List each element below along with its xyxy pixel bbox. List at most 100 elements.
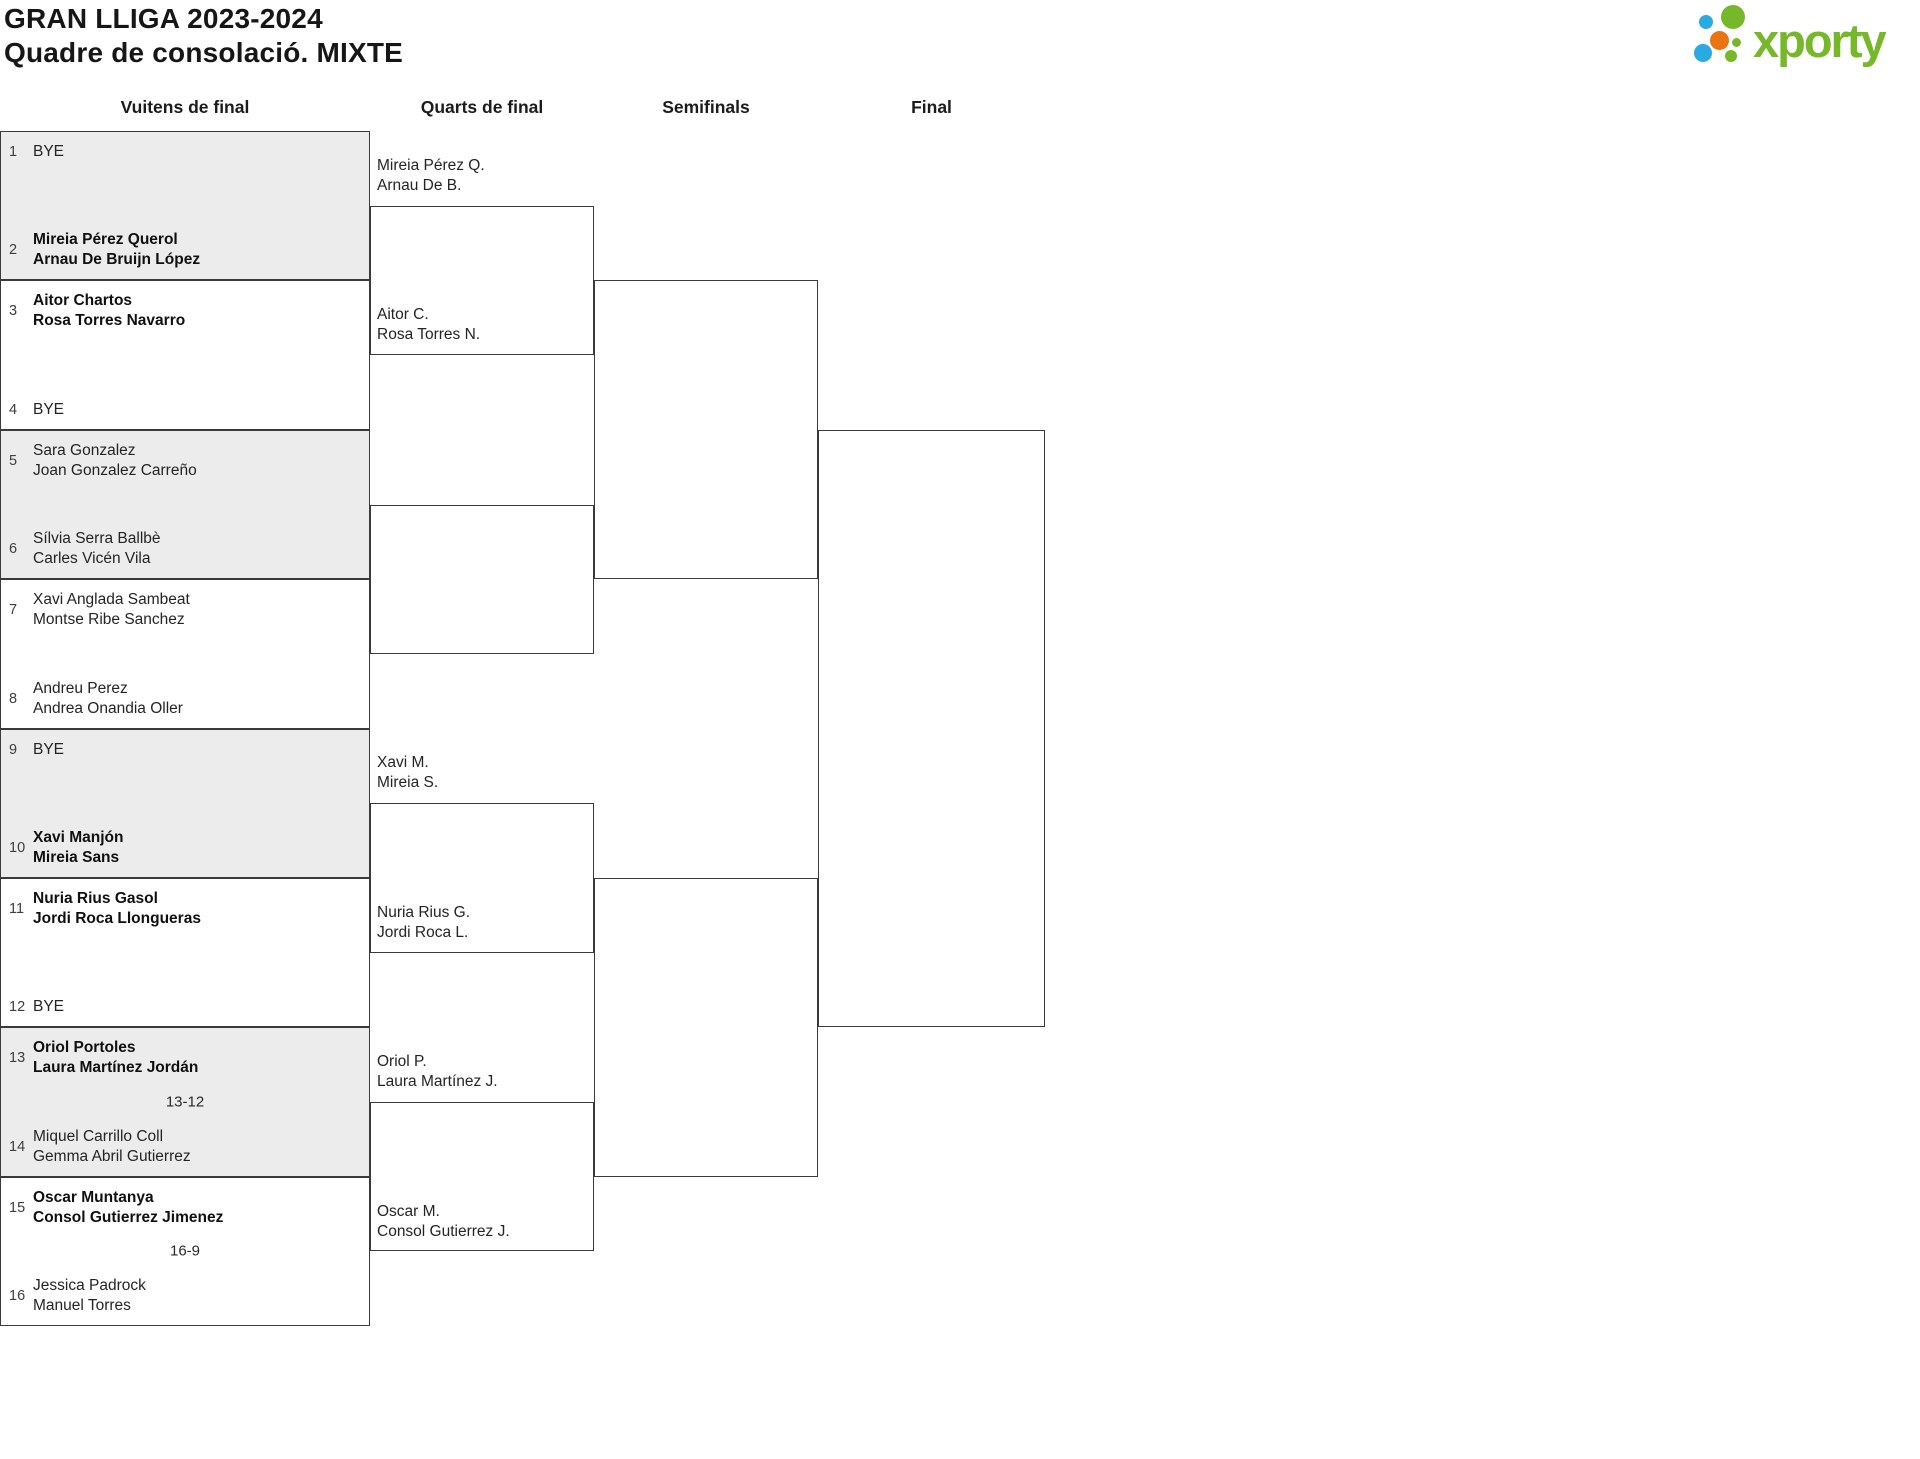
team-name: Jordi Roca L. [377, 923, 469, 941]
team-name: BYE [33, 400, 65, 418]
seed-number: 8 [9, 690, 18, 707]
team-name: Andrea Onandia Oller [33, 699, 183, 717]
team-name: Oscar Muntanya [33, 1188, 154, 1206]
team-name: Mireia Pérez Q. [377, 156, 485, 174]
team-name: Rosa Torres Navarro [33, 312, 186, 330]
seed-number: 7 [9, 602, 18, 619]
team-name: Jessica Padrock [33, 1277, 146, 1295]
page-header: GRAN LLIGA 2023-2024 Quadre de consolaci… [4, 2, 403, 70]
page-title: GRAN LLIGA 2023-2024 [4, 3, 323, 34]
match-score: 13-12 [165, 1093, 205, 1111]
team-name: Miquel Carrillo Coll [33, 1127, 164, 1145]
logo-dot-orange [1710, 31, 1729, 50]
semifinal-box [594, 280, 818, 580]
team-entry: 4 BYE [1, 400, 369, 420]
seed-number: 3 [9, 303, 18, 320]
quarterfinal-box [370, 504, 594, 654]
seed-number: 14 [9, 1138, 26, 1155]
round-header-1: Quarts de final [420, 97, 544, 117]
seed-number: 10 [9, 839, 26, 856]
team-name: Manuel Torres [33, 1297, 131, 1315]
quarterfinal-box [370, 205, 594, 356]
advancing-team: Xavi M.Mireia S. [377, 753, 589, 793]
team-name: Joan Gonzalez Carreño [33, 461, 197, 479]
team-name: Consol Gutierrez J. [377, 1222, 510, 1240]
team-name: Consol Gutierrez Jimenez [33, 1208, 224, 1226]
team-entry: 1 BYE [1, 142, 369, 162]
seed-number: 16 [9, 1288, 26, 1305]
seed-number: 6 [9, 541, 18, 558]
seed-number: 1 [9, 144, 18, 160]
seed-number: 2 [9, 242, 18, 259]
logo-dot-blue-small [1699, 15, 1713, 29]
seed-number: 4 [9, 401, 18, 418]
quarterfinal-box [370, 803, 594, 953]
team-name: Laura Martínez J. [377, 1073, 498, 1091]
team-name: Arnau De B. [377, 176, 462, 194]
team-name: Oriol P. [377, 1053, 427, 1071]
xporty-wordmark: xporty [1753, 14, 1887, 67]
team-names: BYE [33, 400, 369, 420]
page-subtitle: Quadre de consolació. MIXTE [4, 37, 404, 68]
round-header-0: Vuitens de final [120, 97, 250, 117]
logo-dot-green-small [1725, 50, 1737, 62]
quarterfinal-box [370, 1102, 594, 1252]
team-name: BYE [33, 998, 65, 1016]
team-name: Oscar M. [377, 1202, 440, 1220]
xporty-logo[interactable]: xporty [1693, 2, 1919, 70]
team-name: Jordi Roca Llongueras [33, 910, 201, 927]
team-name: Andreu Perez [33, 679, 128, 697]
team-name: Sara Gonzalez [33, 441, 136, 459]
team-name: Nuria Rius Gasol [33, 890, 158, 907]
logo-dot-green-large [1721, 5, 1745, 29]
team-names: BYE [33, 142, 369, 162]
team-name: Aitor C. [377, 306, 429, 324]
team-name: Mireia S. [377, 774, 439, 792]
team-name: Nuria Rius G. [377, 903, 471, 921]
round-header-3: Final [911, 97, 952, 117]
team-name: Montse Ribe Sanchez [33, 611, 185, 629]
team-names: BYE [33, 740, 369, 760]
team-name: Aitor Chartos [33, 292, 133, 310]
team-name: Mireia Sans [33, 848, 120, 866]
team-name: Carles Vicén Vila [33, 550, 151, 568]
team-name: Xavi Anglada Sambeat [33, 591, 190, 609]
team-name: Oriol Portoles [33, 1039, 136, 1057]
team-name: Gemma Abril Gutierrez [33, 1147, 191, 1165]
team-name: Arnau De Bruijn López [33, 251, 201, 269]
advancing-team: Aitor C. Rosa Torres N. [377, 305, 589, 345]
advancing-team: Oriol P. Laura Martínez J. [377, 1052, 589, 1092]
team-name: Rosa Torres N. [377, 326, 481, 344]
advancing-team: Mireia Pérez Q. Arnau De B. [377, 156, 589, 196]
team-name: BYE [33, 740, 65, 758]
